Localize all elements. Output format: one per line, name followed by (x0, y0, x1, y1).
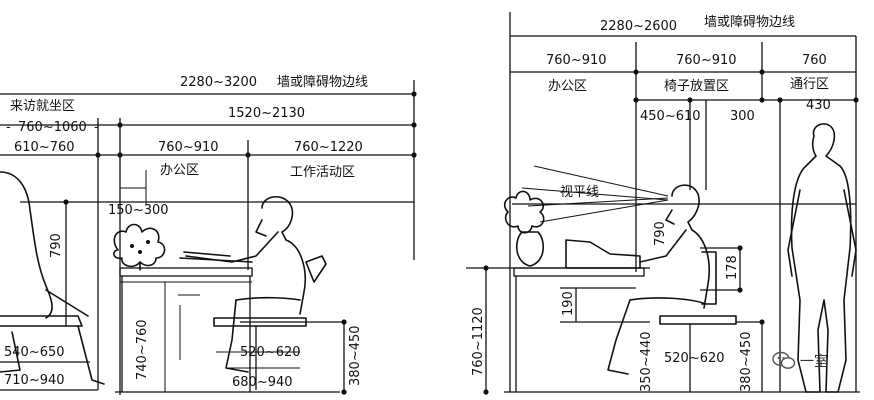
right-pass-dim: 760 (802, 53, 827, 68)
right-dim-450: 450~610 (640, 109, 701, 124)
right-desk-height: 760~1120 (471, 307, 486, 376)
left-work-label: 工作活动区 (290, 165, 355, 180)
right-pass-label: 通行区 (790, 77, 829, 92)
flower-vase-icon (503, 190, 545, 267)
left-office-diagram: 2280~3200 墙或障碍物边线 来访就坐区 1520~2130 - 760~… (0, 75, 417, 395)
left-office-label: 办公区 (160, 163, 199, 178)
left-dim-150: 150~300 (108, 203, 169, 218)
right-dim-190: 190 (561, 291, 576, 316)
right-dim-520: 520~620 (664, 351, 725, 366)
left-seat-height: 380~450 (348, 325, 363, 386)
right-chair-label: 椅子放置区 (664, 79, 729, 94)
right-dim-430: 430 (806, 98, 831, 113)
right-chair-dim: 760~910 (676, 53, 737, 68)
right-seat-height: 350~440 (639, 331, 654, 392)
left-span-1520: 1520~2130 (228, 106, 305, 121)
right-sight-label: 视平线 (560, 185, 599, 200)
left-visitor-dim-suffix: - (94, 120, 99, 135)
left-dim-610: 610~760 (14, 140, 75, 155)
right-dim-178: 178 (725, 255, 740, 280)
right-wall-label: 墙或障碍物边线 (704, 15, 795, 30)
left-height-790: 790 (49, 233, 64, 258)
right-wall-dim: 2280~2600 (600, 19, 677, 34)
left-dim-520: 520~620 (240, 345, 301, 360)
left-dim-680: 680~940 (232, 375, 293, 390)
right-office-label: 办公区 (548, 79, 587, 94)
left-visitor-dim: 760~1060 (18, 120, 87, 135)
right-dim-300: 300 (730, 109, 755, 124)
watermark-text: 一室 (800, 354, 828, 370)
left-wall-label: 墙或障碍物边线 (277, 75, 368, 90)
right-office-dim: 760~910 (546, 53, 607, 68)
watermark: 一室 (772, 350, 828, 372)
left-dim-540: 540~650 (4, 345, 65, 360)
left-visitor-dim-prefix: - (6, 120, 11, 135)
right-office-diagram: 2280~2600 墙或障碍物边线 760~910 760~910 760 办公… (466, 12, 860, 395)
flower-vase-icon (113, 223, 166, 271)
left-work-dim: 760~1220 (294, 140, 363, 155)
right-height-790: 790 (653, 221, 668, 246)
left-office-dim: 760~910 (158, 140, 219, 155)
left-wall-dim: 2280~3200 (180, 75, 257, 90)
left-visitor-zone: 来访就坐区 (10, 99, 75, 114)
left-desk-height: 740~760 (135, 319, 150, 380)
right-dim-380: 380~450 (739, 331, 754, 392)
left-dim-710: 710~940 (4, 373, 65, 388)
wechat-icon (772, 351, 796, 369)
